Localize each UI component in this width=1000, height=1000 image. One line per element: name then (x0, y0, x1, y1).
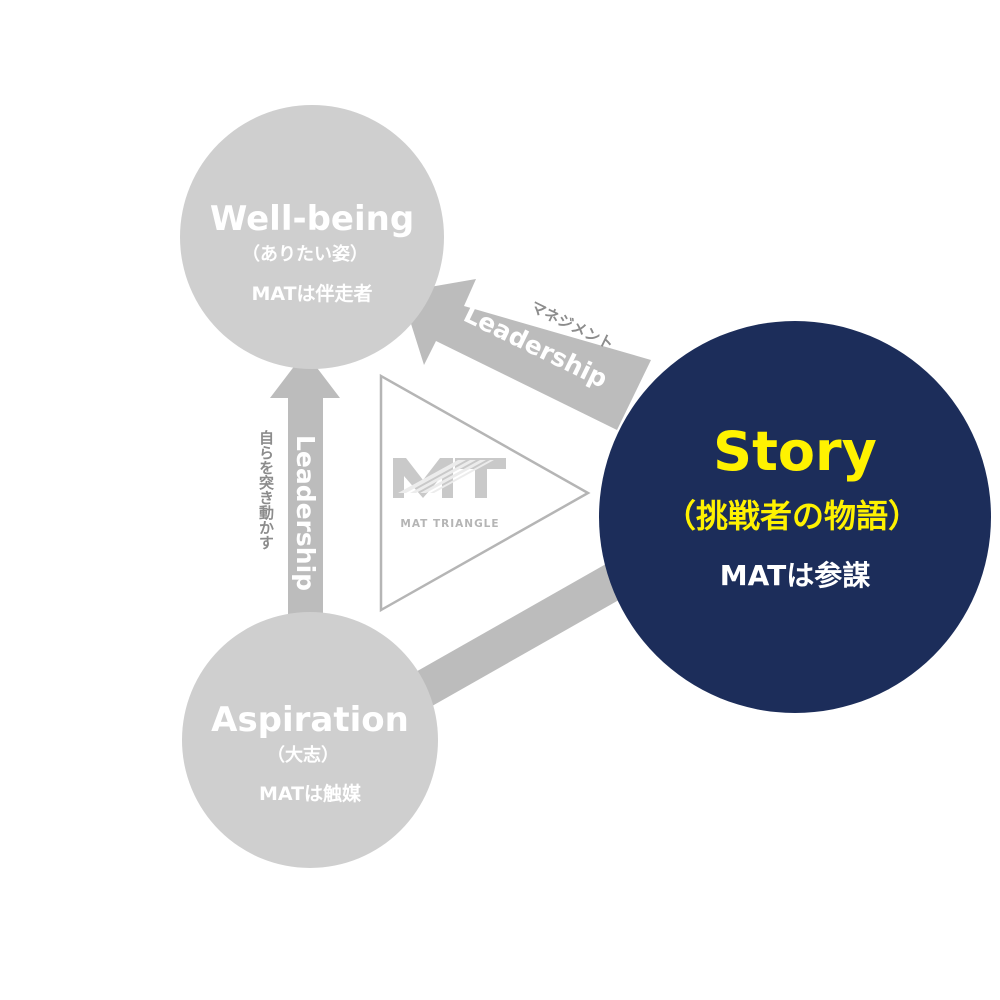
story-subtitle: （挑戦者の物語） (664, 497, 920, 535)
logo-stripe (398, 460, 466, 493)
story-role: MATは参謀 (720, 559, 870, 592)
logo-mark (393, 458, 506, 498)
logo-caption: MAT TRIANGLE (400, 518, 499, 530)
aspiration-subtitle: （大志） (267, 744, 339, 766)
wellbeing-subtitle: （ありたい姿） (242, 243, 368, 265)
wellbeing-title: Well-being (210, 199, 414, 239)
node-wellbeing: Well-being （ありたい姿） MATは伴走者 (180, 105, 444, 369)
vertical-arrow-note: 自らを突き動かす (257, 429, 275, 550)
connector-aspiration-story (398, 556, 640, 714)
story-title: Story (713, 420, 877, 483)
arrow-aspiration-to-wellbeing (270, 352, 340, 630)
arrow-story-to-wellbeing (401, 279, 651, 430)
vertical-arrow-label: Leadership (291, 435, 320, 591)
logo-stripe (420, 460, 486, 493)
aspiration-circle (182, 612, 438, 868)
logo-m-shape (393, 458, 453, 498)
wellbeing-circle (180, 105, 444, 369)
node-story: Story （挑戦者の物語） MATは参謀 (599, 321, 991, 713)
logo-stripe (430, 460, 494, 493)
story-circle (599, 321, 991, 713)
logo-stripes (398, 460, 494, 493)
wellbeing-role: MATは伴走者 (251, 282, 372, 305)
node-aspiration: Aspiration （大志） MATは触媒 (182, 612, 438, 868)
logo-stripe (410, 460, 476, 493)
mat-triangle-logo: MAT TRIANGLE (379, 373, 591, 613)
aspiration-role: MATは触媒 (259, 782, 362, 805)
aspiration-title: Aspiration (211, 700, 409, 740)
